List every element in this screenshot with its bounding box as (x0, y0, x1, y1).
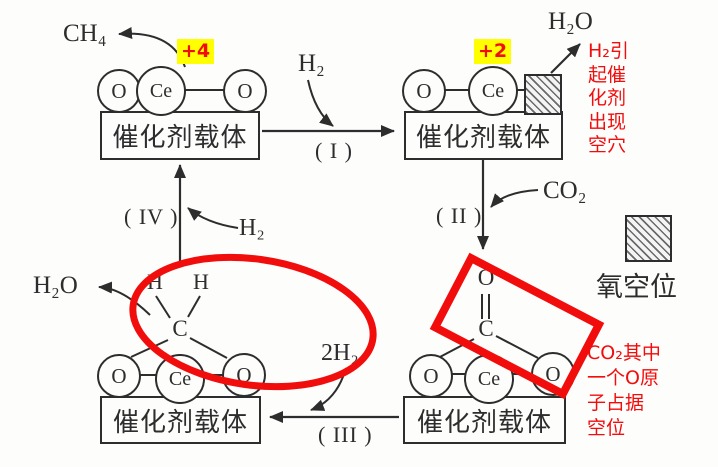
note-line: 空位 (587, 417, 626, 439)
atom-label: O (416, 78, 432, 103)
h2o-release-arrow-top (550, 43, 581, 74)
step3-h2-feeder-arrow (310, 367, 347, 411)
atom-label: Ce (481, 79, 505, 102)
note-line: H₂引 (588, 40, 629, 62)
h1-to-c-bond (155, 295, 171, 319)
atom-label: Ce (149, 79, 173, 102)
atom-circle-ce: Ce (136, 66, 186, 116)
oxidation-state-plus4: +4 (177, 39, 215, 64)
legend-vacancy-label: 氧空位 (596, 272, 677, 302)
c-to-left-o-bond-br (437, 338, 475, 359)
atom-label: O (423, 363, 439, 388)
ch4-label: CH₄ (63, 20, 107, 47)
atom-label: Ce (168, 367, 192, 390)
atom-circle-o: O (223, 69, 267, 113)
support-box-top-left: 催化剂载体 (100, 111, 260, 160)
step2-numeral: ( II ) (436, 203, 483, 228)
note-line: 空穴 (588, 134, 627, 156)
note-line: 出现 (588, 110, 627, 133)
step1-h2-label: H₂ (298, 50, 325, 77)
atom-label: O (236, 362, 252, 387)
atom-label: O (545, 361, 561, 386)
adsorbed-c-label: C (172, 316, 188, 341)
step1-numeral: ( I ) (315, 138, 353, 163)
h2-to-c-bond (187, 295, 201, 318)
atom-label: O (237, 78, 253, 103)
oxidation-state-plus2: +2 (474, 39, 512, 64)
co2-occupies-vacancy-note: CO₂其中 一个O原 子占据 空位 (587, 341, 661, 441)
atom-circle-o: O (97, 354, 141, 398)
atom-label: O (111, 78, 127, 103)
c-to-left-o-bond-bl (130, 339, 169, 358)
oxygen-vacancy-square (524, 74, 562, 115)
step4-h2-label: H₂ (239, 215, 265, 241)
atom-label: Ce (477, 367, 501, 390)
step2-co2-label: CO₂ (543, 177, 587, 204)
atom-circle-ce: Ce (155, 354, 205, 404)
support-box-top-right: 催化剂载体 (404, 111, 563, 160)
step4-numeral: ( IV ) (124, 204, 179, 229)
atom-circle-o: O (409, 354, 453, 398)
atom-circle-o: O (222, 353, 266, 397)
legend-vacancy-square (625, 215, 672, 262)
step4-h2-feeder-arrow (187, 207, 239, 229)
ch4-release-arrow (118, 27, 186, 68)
atom-circle-o: O (531, 352, 575, 396)
adsorbed-h2-label: H (193, 269, 209, 294)
vacancy-note: H₂引 起催 化剂 出现 空穴 (588, 40, 629, 158)
h2o-label-top: H₂O (548, 8, 593, 35)
note-line: 起催 (588, 63, 627, 86)
atom-label: O (111, 363, 127, 388)
atom-circle-ce: Ce (468, 66, 518, 116)
note-line: 一个O原 (587, 367, 659, 389)
note-line: 化剂 (588, 87, 627, 109)
adsorbed-o-label: O (477, 265, 495, 290)
note-line: 子占据 (587, 392, 645, 414)
atom-circle-o: O (97, 69, 141, 113)
note-line: CO₂其中 (587, 342, 661, 364)
atom-circle-o: O (402, 69, 446, 113)
step2-co2-feeder-arrow (490, 189, 539, 208)
step1-h2-feeder-arrow (307, 79, 334, 127)
adsorbed-c-label: C (478, 316, 494, 341)
h2o-label-bottom: H₂O (33, 272, 78, 299)
c-to-right-o-bond-br (495, 335, 539, 359)
c-to-right-o-bond-bl (189, 337, 228, 359)
adsorbed-h1-label: H (147, 269, 163, 294)
atom-circle-ce: Ce (464, 354, 514, 404)
step3-h2-label: 2H₂ (321, 340, 359, 366)
h2o-release-arrow-bottom (98, 281, 151, 316)
step3-numeral: ( III ) (318, 422, 373, 447)
